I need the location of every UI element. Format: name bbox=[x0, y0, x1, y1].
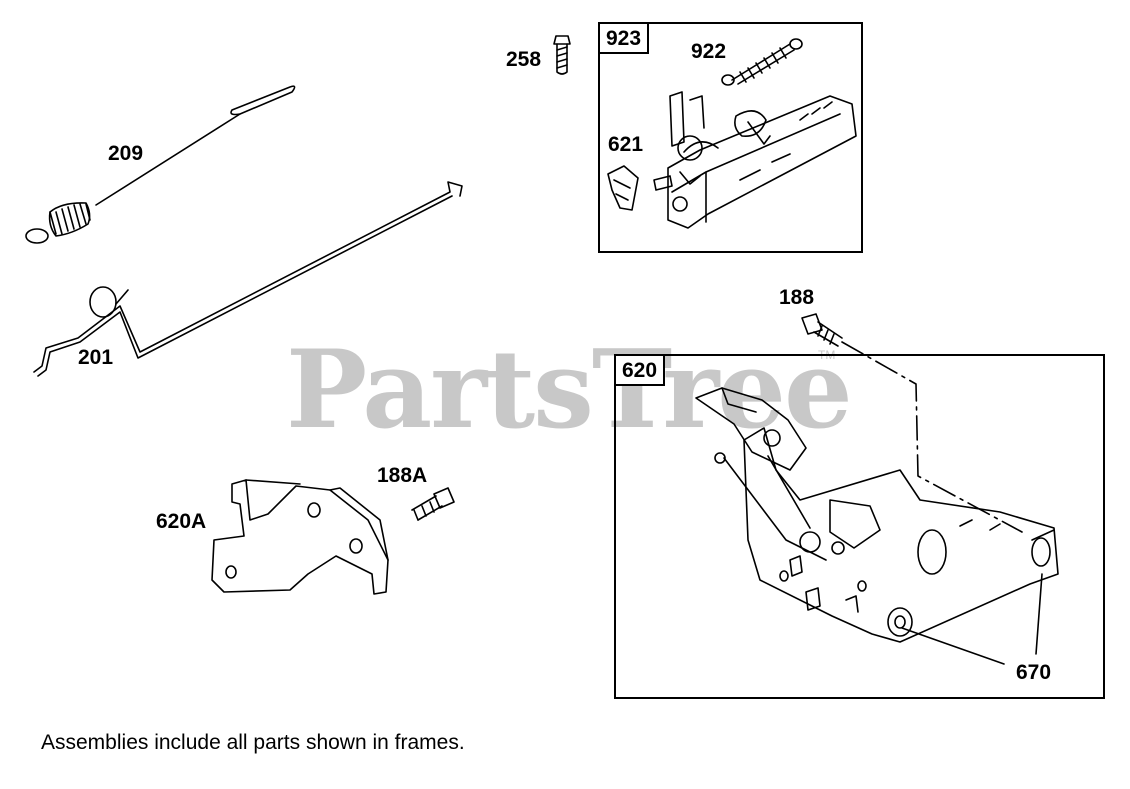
part-922-spring bbox=[721, 38, 803, 86]
part-label-188: 188 bbox=[779, 286, 815, 309]
part-188A-bolt bbox=[411, 487, 455, 521]
assemblies-note: Assemblies include all parts shown in fr… bbox=[41, 731, 465, 754]
frame-923 bbox=[598, 22, 863, 253]
part-258-screw bbox=[553, 35, 571, 75]
part-label-620A: 620A bbox=[156, 510, 207, 533]
part-923-assembly bbox=[607, 91, 857, 229]
part-201-rod bbox=[33, 181, 463, 377]
part-label-209: 209 bbox=[108, 142, 144, 165]
part-label-670: 670 bbox=[1016, 661, 1052, 684]
part-label-201: 201 bbox=[78, 346, 114, 369]
part-209-spring bbox=[25, 85, 296, 244]
part-label-188A: 188A bbox=[377, 464, 428, 487]
frame-620 bbox=[614, 354, 1105, 699]
part-label-922: 922 bbox=[691, 40, 727, 63]
part-label-258: 258 bbox=[506, 48, 542, 71]
part-188-bolt bbox=[801, 313, 1023, 533]
part-620A-bracket bbox=[211, 479, 389, 595]
part-620-assembly bbox=[695, 387, 1059, 665]
part-label-621: 621 bbox=[608, 133, 644, 156]
frame-tag-923: 923 bbox=[598, 22, 650, 54]
frame-tag-620: 620 bbox=[614, 354, 666, 386]
